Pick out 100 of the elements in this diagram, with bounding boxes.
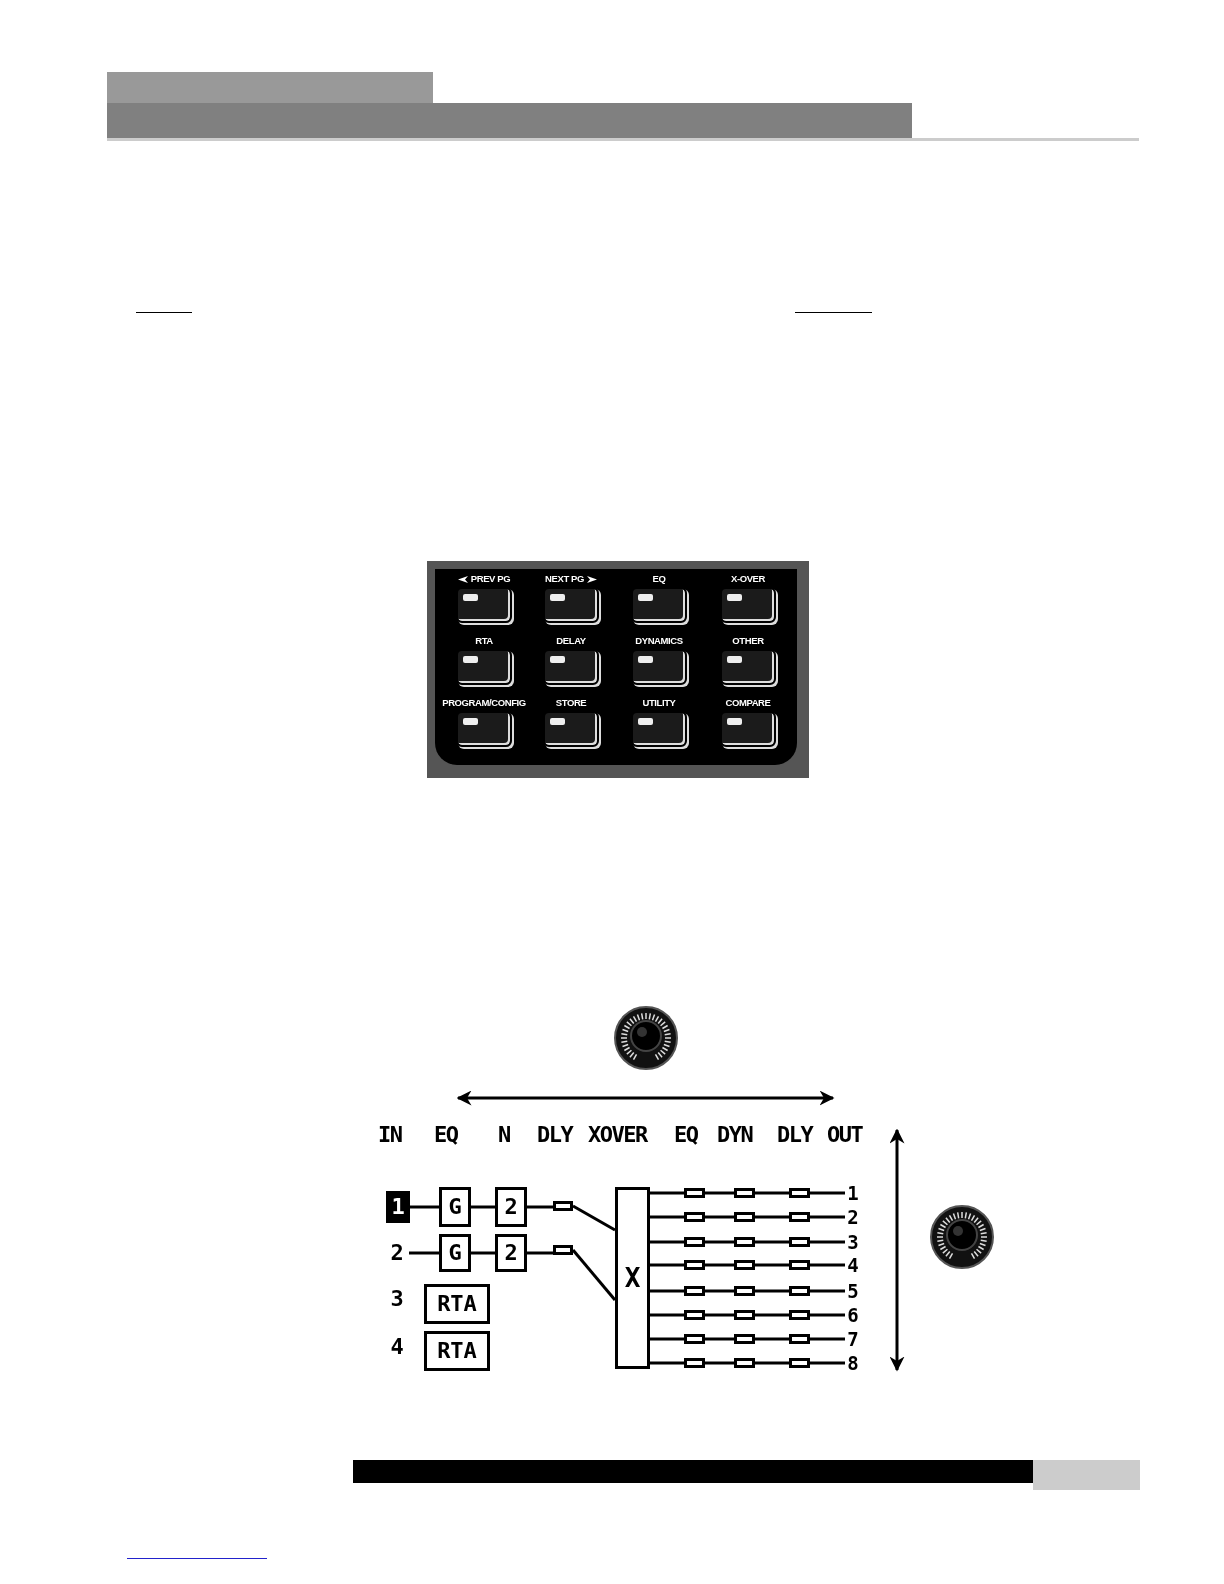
connector-line [572, 1204, 616, 1232]
connector-line [705, 1191, 734, 1195]
small-block [684, 1310, 705, 1320]
processing-block: 2 [495, 1187, 527, 1227]
small-block [734, 1358, 755, 1368]
input-number: 4 [385, 1332, 409, 1362]
connector-line [755, 1313, 789, 1317]
column-heading: EQ [674, 1121, 698, 1149]
button-label: X-OVER [731, 573, 765, 585]
connector-line [755, 1337, 789, 1341]
small-block [684, 1358, 705, 1368]
connector-line [571, 1249, 617, 1301]
connector-line [755, 1289, 789, 1293]
output-number: 3 [845, 1232, 861, 1252]
small-block [684, 1212, 705, 1222]
button-label: UTILITY [642, 697, 676, 709]
input-number: 3 [385, 1284, 409, 1314]
column-heading: DLY [777, 1121, 813, 1149]
input-number: 1 [386, 1191, 410, 1223]
column-heading: N [498, 1121, 510, 1149]
small-block [789, 1286, 810, 1296]
connector-line [527, 1205, 553, 1209]
processing-block: G [439, 1234, 471, 1272]
connector-line [705, 1337, 734, 1341]
button-label: DELAY [556, 635, 586, 647]
connector-line [755, 1263, 789, 1267]
crossover-block: X [615, 1187, 650, 1369]
connector-line [810, 1361, 845, 1365]
button-label: EQ [652, 573, 666, 585]
small-block [789, 1188, 810, 1198]
small-block [789, 1237, 810, 1247]
connector-line [755, 1361, 789, 1365]
small-block [789, 1334, 810, 1344]
connector-line [810, 1337, 845, 1341]
small-block [553, 1245, 573, 1255]
connector-line [471, 1205, 495, 1209]
column-heading: DYN [717, 1121, 753, 1149]
small-block [789, 1310, 810, 1320]
small-block [734, 1334, 755, 1344]
small-block [684, 1334, 705, 1344]
connector-line [650, 1263, 684, 1267]
column-heading: XOVER [588, 1121, 647, 1149]
small-block [734, 1260, 755, 1270]
connector-line [810, 1191, 845, 1195]
small-block [789, 1260, 810, 1270]
small-block [734, 1286, 755, 1296]
connector-line [409, 1251, 439, 1255]
connector-line [650, 1313, 684, 1317]
connector-line [810, 1215, 845, 1219]
small-block [734, 1212, 755, 1222]
small-block [684, 1188, 705, 1198]
connector-line [650, 1240, 684, 1244]
small-block [553, 1201, 573, 1211]
connector-line [755, 1191, 789, 1195]
button-label: PROGRAM/CONFIG [442, 697, 526, 709]
connector-line [410, 1205, 439, 1209]
output-number: 5 [845, 1281, 861, 1301]
button-label: OTHER [732, 635, 764, 647]
connector-line [705, 1240, 734, 1244]
processing-block: G [439, 1187, 471, 1227]
input-number: 2 [385, 1238, 409, 1268]
small-block [789, 1358, 810, 1368]
button-label: STORE [555, 697, 587, 709]
connector-line [810, 1263, 845, 1267]
processing-block: RTA [424, 1284, 490, 1324]
button-label: PREV PG [470, 573, 511, 585]
small-block [684, 1286, 705, 1296]
connector-line [755, 1215, 789, 1219]
connector-line [471, 1251, 495, 1255]
column-heading: EQ [434, 1121, 458, 1149]
connector-line [650, 1289, 684, 1293]
output-number: 1 [845, 1183, 861, 1203]
connector-line [650, 1337, 684, 1341]
column-heading: OUT [827, 1121, 863, 1149]
small-block [734, 1188, 755, 1198]
connector-line [705, 1263, 734, 1267]
button-label: NEXT PG [545, 573, 584, 585]
processing-block: 2 [495, 1234, 527, 1272]
connector-line [810, 1313, 845, 1317]
column-heading: DLY [537, 1121, 573, 1149]
button-label: RTA [475, 635, 493, 647]
connector-line [650, 1191, 684, 1195]
output-number: 7 [845, 1329, 861, 1349]
button-label: DYNAMICS [635, 635, 683, 647]
connector-line [810, 1240, 845, 1244]
connector-line [755, 1240, 789, 1244]
column-heading: IN [378, 1121, 402, 1149]
output-number: 8 [845, 1353, 861, 1373]
button-label: COMPARE [725, 697, 771, 709]
connector-line [705, 1215, 734, 1219]
connector-line [705, 1289, 734, 1293]
output-number: 2 [845, 1207, 861, 1227]
small-block [789, 1212, 810, 1222]
connector-line [810, 1289, 845, 1293]
output-number: 4 [845, 1255, 861, 1275]
small-block [734, 1237, 755, 1247]
small-block [684, 1237, 705, 1247]
connector-line [705, 1361, 734, 1365]
processing-block: RTA [424, 1331, 490, 1371]
connector-line [650, 1215, 684, 1219]
